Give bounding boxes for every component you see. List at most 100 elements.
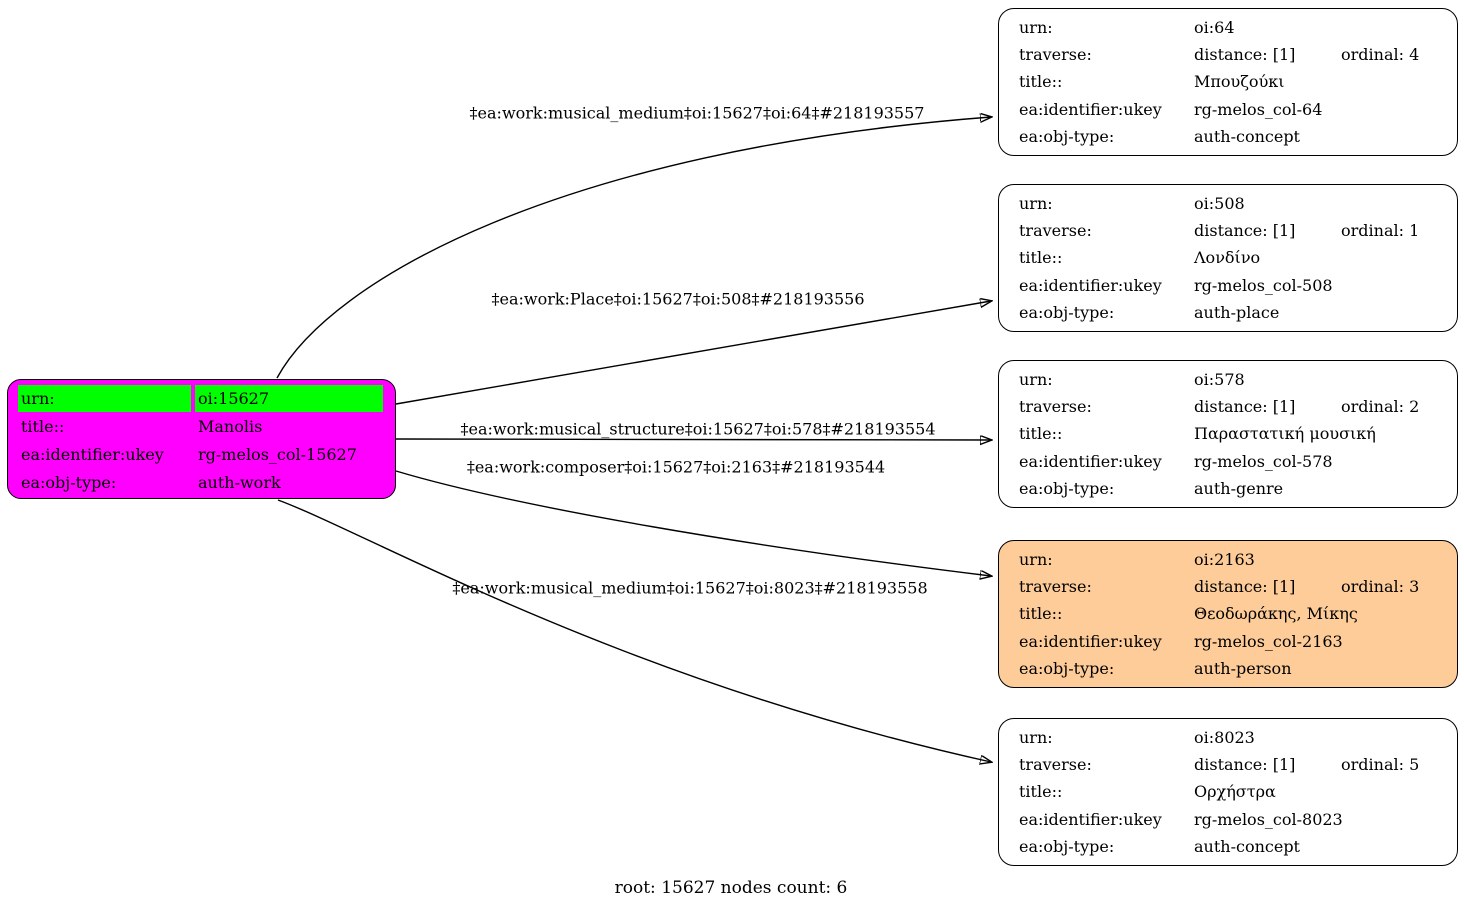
field-value: auth-work — [198, 472, 281, 492]
field-value-ordinal: ordinal: 2 — [1341, 397, 1420, 417]
field-value-distance: distance: [1] — [1194, 577, 1296, 597]
field-row-title: title::Manolis — [18, 412, 383, 440]
field-row-traverse: traverse: distance: [1] ordinal: 3 — [1019, 573, 1449, 600]
edge-label-place-508: ‡ea:work:Place‡oi:15627‡oi:508‡#21819355… — [491, 289, 865, 309]
edge-musical-medium-64 — [276, 117, 991, 379]
field-value: Ορχήστρα — [1194, 782, 1276, 802]
node-oi-508: urn: oi:508 traverse: distance: [1] ordinal… — [998, 184, 1458, 332]
field-label: traverse: — [1019, 577, 1092, 597]
field-label: urn: — [1019, 194, 1053, 214]
field-row-title: title::Παραστατική μουσική — [1019, 420, 1449, 447]
field-row-urn: urn:oi:578 — [1019, 366, 1449, 393]
field-value-ordinal: ordinal: 4 — [1341, 45, 1420, 65]
field-row-identifier: ea:identifier:ukey rg-melos_col-578 — [1019, 448, 1449, 475]
field-value: auth-concept — [1194, 836, 1300, 856]
field-label: ea:identifier:ukey — [1019, 275, 1162, 295]
field-value: oi:15627 — [195, 384, 383, 412]
field-value: Manolis — [198, 416, 263, 436]
field-row-title: title::Θεοδωράκης, Μίκης — [1019, 600, 1449, 627]
field-label: title:: — [21, 416, 65, 436]
field-value: auth-place — [1194, 302, 1280, 322]
field-row-objtype: ea:obj-type: auth-concept — [1019, 833, 1449, 860]
field-label: traverse: — [1019, 755, 1092, 775]
field-label: urn: — [1019, 18, 1053, 38]
field-row-traverse: traverse: distance: [1] ordinal: 5 — [1019, 751, 1449, 778]
field-label: ea:obj-type: — [1019, 478, 1115, 498]
node-oi-64: urn: oi:64 traverse: distance: [1] ordinal:… — [998, 8, 1458, 156]
field-row-traverse: traverse: distance: [1] ordinal: 1 — [1019, 217, 1449, 244]
edge-musical-structure-578 — [395, 439, 991, 440]
field-value: Λονδίνο — [1194, 248, 1261, 268]
field-label: urn: — [18, 384, 191, 412]
field-label: ea:identifier:ukey — [1019, 809, 1162, 829]
edge-label-musical-medium-64: ‡ea:work:musical_medium‡oi:15627‡oi:64‡#… — [469, 103, 925, 123]
field-row-identifier: ea:identifier:ukey rg-melos_col-15627 — [18, 440, 383, 468]
field-label: ea:obj-type: — [21, 472, 117, 492]
field-value: oi:2163 — [1194, 550, 1255, 570]
field-label: ea:obj-type: — [1019, 126, 1115, 146]
edge-composer-2163 — [395, 470, 991, 576]
field-label: urn: — [1019, 550, 1053, 570]
node-oi-578: urn:oi:578 traverse:distance: [1]ordinal… — [998, 360, 1458, 508]
field-label: urn: — [1019, 728, 1053, 748]
field-value-distance: distance: [1] — [1194, 45, 1296, 65]
field-label: ea:identifier:ukey — [21, 444, 164, 464]
graph-caption: root: 15627 nodes count: 6 — [614, 878, 848, 898]
field-row-objtype: ea:obj-type: auth-genre — [1019, 475, 1449, 502]
field-value-distance: distance: [1] — [1194, 755, 1296, 775]
field-label: traverse: — [1019, 45, 1092, 65]
field-label: title:: — [1019, 782, 1063, 802]
field-row-urn: urn: oi:64 — [1019, 14, 1449, 41]
field-label: ea:identifier:ukey — [1019, 99, 1162, 119]
node-oi-2163: urn: oi:2163 traverse: distance: [1] ordina… — [998, 540, 1458, 688]
field-value: Παραστατική μουσική — [1194, 424, 1376, 444]
field-row-urn: urn: oi:2163 — [1019, 546, 1449, 573]
field-value: auth-person — [1194, 658, 1292, 678]
edge-label-musical-structure-578: ‡ea:work:musical_structure‡oi:15627‡oi:5… — [460, 419, 936, 439]
root-node-oi-15627: urn:oi:15627 title::Manolis ea:identifie… — [7, 379, 396, 499]
field-label: title:: — [1019, 72, 1063, 92]
field-row-traverse: traverse:distance: [1]ordinal: 2 — [1019, 393, 1449, 420]
field-row-identifier: ea:identifier:ukey rg-melos_col-64 — [1019, 96, 1449, 123]
field-row-objtype: ea:obj-type: auth-person — [1019, 655, 1449, 682]
field-row-objtype: ea:obj-type: auth-concept — [1019, 123, 1449, 150]
edge-label-composer-2163: ‡ea:work:composer‡oi:15627‡oi:2163‡#2181… — [466, 457, 886, 477]
edge-place-508 — [395, 301, 991, 405]
field-value: rg-melos_col-15627 — [198, 444, 357, 464]
field-label: urn: — [1019, 370, 1053, 390]
field-row-title: title::Λονδίνο — [1019, 244, 1449, 271]
field-value: rg-melos_col-2163 — [1194, 631, 1343, 651]
field-value: rg-melos_col-578 — [1194, 451, 1333, 471]
field-row-objtype: ea:obj-type: auth-place — [1019, 299, 1449, 326]
node-oi-8023: urn:oi:8023 traverse:distance: [1]ordina… — [998, 718, 1458, 866]
field-label: title:: — [1019, 604, 1063, 624]
field-value-distance: distance: [1] — [1194, 221, 1296, 241]
field-label: ea:obj-type: — [1019, 836, 1115, 856]
field-value: oi:508 — [1194, 194, 1245, 214]
field-label: ea:obj-type: — [1019, 302, 1115, 322]
field-label: ea:identifier:ukey — [1019, 451, 1162, 471]
field-row-identifier: ea:identifier:ukey rg-melos_col-2163 — [1019, 628, 1449, 655]
field-row-traverse: traverse: distance: [1] ordinal: 4 — [1019, 41, 1449, 68]
field-row-title: title::Μπουζούκι — [1019, 68, 1449, 95]
field-value-ordinal: ordinal: 5 — [1341, 755, 1420, 775]
field-label: ea:obj-type: — [1019, 658, 1115, 678]
field-row-identifier: ea:identifier:ukey rg-melos_col-508 — [1019, 272, 1449, 299]
field-label: ea:identifier:ukey — [1019, 631, 1162, 651]
field-value: rg-melos_col-508 — [1194, 275, 1333, 295]
field-value: Θεοδωράκης, Μίκης — [1194, 604, 1358, 624]
field-value: auth-concept — [1194, 126, 1300, 146]
field-label: title:: — [1019, 248, 1063, 268]
field-row-title: title::Ορχήστρα — [1019, 778, 1449, 805]
field-value: auth-genre — [1194, 478, 1284, 498]
field-value-ordinal: ordinal: 3 — [1341, 577, 1420, 597]
field-value-ordinal: ordinal: 1 — [1341, 221, 1420, 241]
field-label: traverse: — [1019, 397, 1092, 417]
field-value: rg-melos_col-64 — [1194, 99, 1323, 119]
field-label: traverse: — [1019, 221, 1092, 241]
field-value: oi:64 — [1194, 18, 1235, 38]
field-row-urn: urn: oi:508 — [1019, 190, 1449, 217]
